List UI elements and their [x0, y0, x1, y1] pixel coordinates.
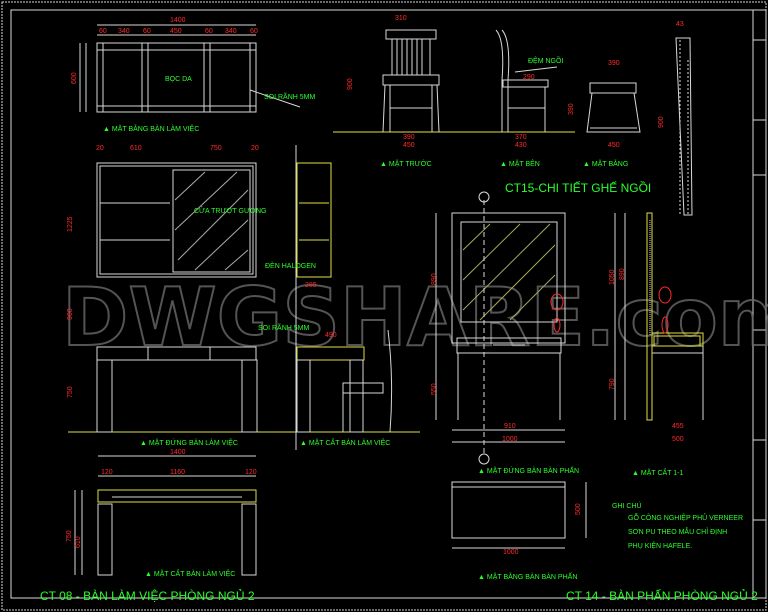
dim: 20 [251, 145, 259, 152]
dim: 450 [170, 28, 182, 35]
desk-plan-view [79, 24, 301, 113]
view-label-chair-front: ▲ MẶT TRƯỚC [380, 159, 432, 168]
watermark: DWGSHARE.com [62, 271, 768, 364]
dim: 610 [130, 145, 142, 152]
dim: 750 [210, 145, 222, 152]
desk-section-view [74, 455, 257, 576]
dim: 370 [515, 134, 527, 141]
title-block-cells [753, 39, 766, 521]
vanity-detail-title: CT 14 - BÀN PHẤN PHÒNG NGỦ 2 [566, 588, 758, 603]
note-line: SƠN PU THEO MẪU CHỈ ĐỊNH [628, 527, 727, 536]
dim: 1160 [170, 469, 185, 476]
dim: 1225 [67, 216, 74, 232]
dim: 500 [672, 436, 684, 443]
dim: 60 [205, 28, 213, 35]
dim: 43 [676, 21, 684, 28]
dim: 890 [619, 268, 626, 280]
dim: 900 [658, 116, 665, 128]
dim: 60 [99, 28, 107, 35]
chair-views [333, 29, 693, 216]
dim: 790 [609, 378, 616, 390]
dim: 910 [504, 423, 516, 430]
desk-side-section [295, 145, 393, 450]
dim: 1050 [609, 269, 616, 285]
dim: 455 [672, 423, 684, 430]
dim: 310 [395, 15, 407, 22]
dim-plan-width: 1400 [170, 17, 186, 24]
dim: 390 [403, 134, 415, 141]
notes-heading: GHI CHÚ [612, 501, 642, 510]
view-label-chair-side: ▲ MẶT BÊN [500, 159, 540, 168]
dim: 285 [305, 282, 317, 289]
dim: 450 [608, 142, 620, 149]
vanity-plan-view [451, 481, 587, 549]
chair-detail-title: CT15-CHI TIẾT GHẾ NGỒI [505, 180, 651, 195]
dim: 20 [96, 145, 104, 152]
view-label-vanity-plan: ▲ MẶT BẰNG BÀN BÀN PHẤN [478, 571, 577, 581]
dim: 390 [568, 103, 575, 115]
view-label-desk-side: ▲ MẶT CẮT BÀN LÀM VIỆC [300, 438, 390, 447]
material-note: BỌC DA [165, 76, 192, 83]
title-block [752, 9, 767, 599]
dim: 750 [66, 530, 73, 542]
dim: 60 [250, 28, 258, 35]
vanity-front-view [435, 191, 566, 465]
dim: 430 [515, 142, 527, 149]
view-label-desk-section: ▲ MẶT CẮT BÀN LÀM VIỆC [145, 569, 235, 578]
dim: 120 [101, 469, 113, 476]
dim: 750 [67, 386, 74, 398]
dim-plan-depth: 600 [71, 72, 78, 84]
groove-note-2: SOI RÃNH 5MM [258, 323, 310, 332]
dim: 500 [575, 503, 582, 515]
desk-detail-title: CT 08 - BÀN LÀM VIỆC PHÒNG NGỦ 2 [40, 588, 255, 603]
dim: 390 [608, 60, 620, 67]
note-line: PHỤ KIỆN HAFELE. [628, 541, 692, 550]
groove-note: SOI RÃNH 5MM [264, 92, 316, 101]
dim: 900 [67, 308, 74, 320]
view-label-vanity-front: ▲ MẶT ĐỨNG BÀN BÀN PHẤN [478, 465, 579, 475]
dim: 550 [431, 383, 438, 395]
dim: 1000 [502, 436, 518, 443]
note-line: GỖ CÔNG NGHIỆP PHỦ VERNEER [628, 513, 743, 522]
view-label-desk-elevation: ▲ MẶT ĐỨNG BÀN LÀM VIỆC [140, 438, 238, 447]
lamp-note: ĐÈN HALOGEN [265, 261, 316, 270]
view-label-chair-plan: ▲ MẶT BẰNG [583, 159, 628, 168]
dim: 890 [431, 273, 438, 285]
view-label-vanity-section: ▲ MẶT CẮT 1-1 [632, 468, 684, 477]
cushion-note: ĐỆM NGỒI [528, 55, 563, 65]
vanity-section-view [614, 212, 704, 421]
dim: 900 [347, 78, 354, 90]
dim: 120 [245, 469, 257, 476]
mirror-door-note: CỬA TRƯỢT GƯƠNG [194, 206, 266, 215]
view-label-desk-plan: ▲ MẶT BẰNG BÀN LÀM VIỆC [103, 124, 199, 133]
dim: 1000 [503, 549, 519, 556]
dim: 450 [403, 142, 415, 149]
dim: 610 [75, 536, 82, 548]
dim: 290 [523, 74, 535, 81]
dim: 490 [325, 332, 337, 339]
dim: 1400 [170, 449, 186, 456]
dim: 340 [225, 28, 237, 35]
dim: 60 [143, 28, 151, 35]
dim: 340 [118, 28, 130, 35]
